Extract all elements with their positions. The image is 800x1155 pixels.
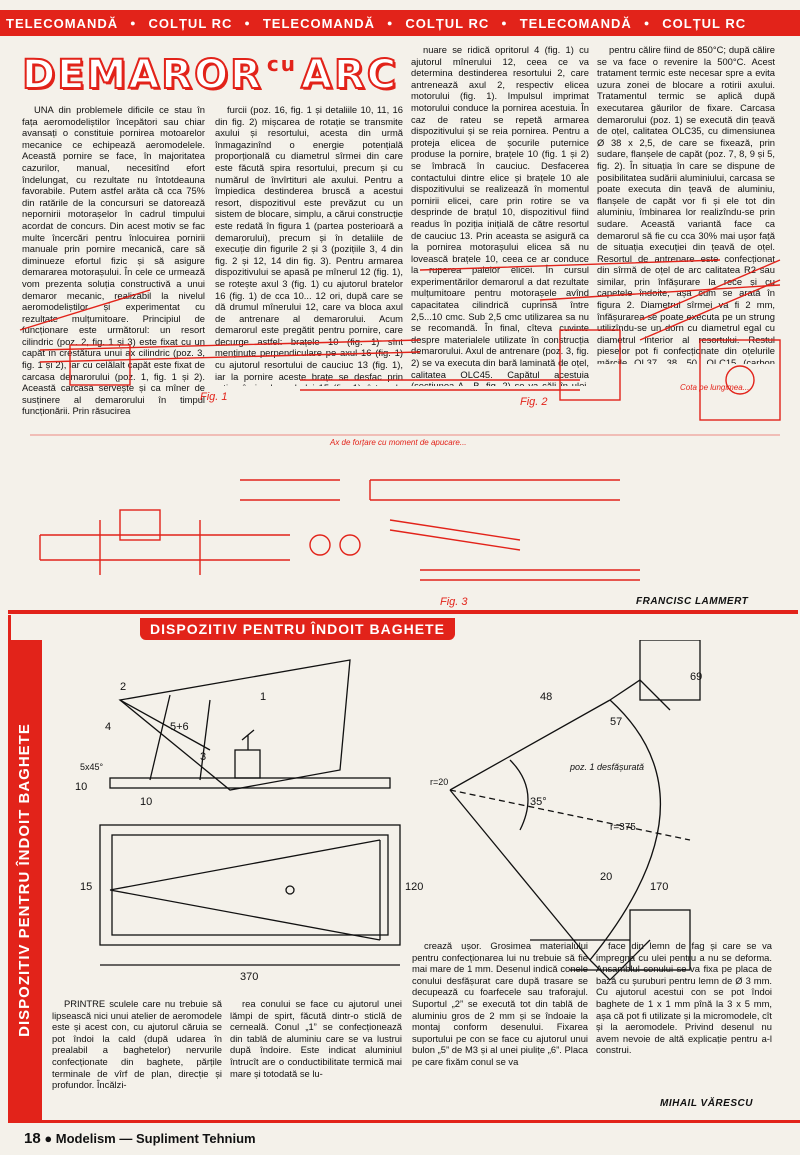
dim-120: 120: [405, 881, 423, 893]
article2-column-2: rea conului se face cu ajutorul unei lăm…: [230, 998, 402, 1079]
label-chamfer: 5x45°: [80, 762, 104, 772]
fig1-handle: [69, 344, 131, 386]
label-2: 2: [120, 681, 126, 693]
article2-column-3: crează ușor. Grosimea materialului pentr…: [412, 940, 588, 1067]
fig2-caption: Fig. 2: [520, 396, 548, 408]
author-lammert: FRANCISC LAMMERT: [636, 596, 749, 607]
label-4: 4: [105, 721, 111, 733]
label-3: 3: [200, 751, 206, 763]
article2-side-title: DISPOZITIV PENTRU ÎNDOIT BAGHETE: [16, 723, 33, 1037]
header-item: COLȚUL RC: [662, 15, 747, 31]
article2-title: DISPOZITIV PENTRU ÎNDOIT BAGHETE: [140, 618, 455, 640]
dim-10b: 10: [75, 781, 87, 793]
fig3-caption: Fig. 3: [440, 596, 468, 608]
plan-base-outline: [99, 824, 401, 946]
dim-20: 20: [600, 871, 612, 883]
dim-48: 48: [540, 691, 552, 703]
dim-r375: r=375: [610, 822, 636, 833]
fig1-tube-line: [39, 339, 421, 363]
header-item: TELECOMANDĂ: [519, 15, 632, 31]
article2-side-bar: [8, 640, 42, 1120]
dim-57: 57: [610, 716, 622, 728]
author-varescu: MIHAIL VĂRESCU: [660, 1098, 753, 1109]
fig3-rod: [369, 479, 620, 501]
header-item: COLȚUL RC: [405, 15, 490, 31]
spirit-lamp: [234, 749, 261, 779]
title-arc: ARC: [300, 51, 399, 99]
dim-r20: r=20: [430, 777, 448, 787]
article2-column-1: PRINTRE sculele care nu trebuie să lipse…: [52, 998, 222, 1091]
article1-column-3: nuare se ridică opritorul 4 (fig. 1) cu …: [411, 44, 589, 386]
header-item: TELECOMANDĂ: [262, 15, 375, 31]
dim-170: 170: [650, 881, 668, 893]
fig1-caption: Fig. 1: [200, 391, 228, 403]
development-tab-top: [639, 640, 701, 701]
fig2-shaft: [300, 379, 580, 391]
label-56: 5+6: [170, 721, 189, 733]
cone-side-view: [118, 659, 351, 791]
bending-device-drawings: 2 3 4 5+6 1 5x45° 10 10 15 120 370 35° r…: [75, 640, 702, 980]
dim-15: 15: [80, 881, 92, 893]
article2-column-4: face din lemn de fag și care se va impre…: [596, 940, 772, 1056]
article2-frame-top: [8, 610, 798, 614]
fig2-block: [559, 329, 621, 401]
footer-publication: Modelism — Supliment Tehnium: [55, 1131, 256, 1146]
article1-column-4: pentru călire fiind de 850°C; după călir…: [597, 44, 775, 364]
dim-angle: 35°: [530, 796, 547, 808]
dim-69: 69: [690, 671, 702, 683]
fig3-part-a: [119, 509, 161, 541]
cone-development: [449, 699, 662, 961]
label-poz: poz. 1 desfășurată: [569, 762, 644, 772]
fig2-flange: [699, 339, 781, 421]
page-footer: 18 ● Modelism — Supliment Tehnium: [24, 1130, 256, 1147]
title-demaror: DEMAROR: [21, 51, 263, 99]
cota-label: Cota pe lungimea...: [680, 383, 749, 392]
article1-column-2: furcii (poz. 16, fig. 1 și detaliile 10,…: [215, 104, 403, 386]
header-band: TELECOMANDĂ● COLȚUL RC● TELECOMANDĂ● COL…: [0, 10, 800, 36]
starter-drawings: Fig. 1 Fig. 2 Fig. 3 Cota pe lungimea...…: [19, 259, 781, 608]
label-1: 1: [260, 691, 266, 703]
dim-10a: 10: [140, 796, 152, 808]
page-number: 18: [24, 1130, 41, 1147]
article1-column-1: UNA din problemele dificile ce stau în f…: [22, 104, 205, 417]
top-label: Ax de forțare cu moment de apucare...: [329, 438, 467, 447]
plan-cone: [109, 839, 381, 941]
header-item: TELECOMANDĂ: [6, 15, 119, 31]
footer-dot: ●: [44, 1131, 56, 1146]
header-item: COLȚUL RC: [148, 15, 233, 31]
dim-370: 370: [240, 971, 258, 980]
title-cu: cu: [266, 52, 297, 76]
